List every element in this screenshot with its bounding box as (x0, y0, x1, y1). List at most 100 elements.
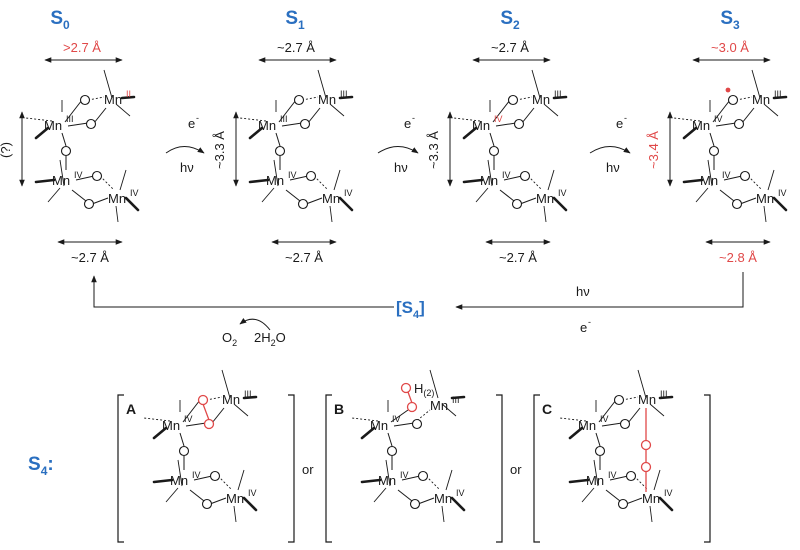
s4-option-b: B H(2) (325, 369, 503, 543)
svg-text:Mn: Mn (642, 491, 660, 506)
state-label-s1: S1 (285, 8, 305, 32)
svg-text:IV: IV (494, 114, 503, 124)
svg-text:Mn: Mn (430, 398, 448, 413)
svg-text:Mn: Mn (322, 191, 340, 206)
svg-text:Mn: Mn (378, 473, 396, 488)
svg-text:III: III (452, 395, 460, 405)
svg-text:Mn: Mn (108, 191, 126, 206)
svg-text:IV: IV (130, 188, 139, 198)
svg-text:IV: IV (248, 488, 257, 498)
svg-text:~2.7 Å: ~2.7 Å (277, 40, 315, 55)
s4-option-c: C (533, 369, 711, 543)
svg-text:~3.0 Å: ~3.0 Å (711, 40, 749, 55)
svg-text:IV: IV (558, 188, 567, 198)
svg-text:hν: hν (180, 160, 194, 175)
svg-text:Mn: Mn (370, 418, 388, 433)
svg-text:B: B (334, 401, 344, 417)
svg-text:IV: IV (288, 170, 297, 180)
svg-text:III: III (66, 114, 74, 124)
svg-text:IV: IV (392, 414, 401, 424)
s0-side-distance: (?) (0, 142, 13, 158)
svg-text:III: III (774, 89, 782, 99)
svg-text:III: III (280, 114, 288, 124)
state-label-s3: S3 (720, 8, 740, 32)
svg-text:hν: hν (606, 160, 620, 175)
svg-text:-: - (624, 113, 627, 123)
s0-top-distance: >2.7 Å (63, 40, 101, 55)
s4-options-label: S4: (28, 454, 54, 478)
svg-text:Mn: Mn (472, 118, 490, 133)
svg-text:e: e (188, 116, 195, 131)
svg-text:Mn: Mn (170, 473, 188, 488)
svg-text:Mn: Mn (536, 191, 554, 206)
svg-text:IV: IV (192, 470, 201, 480)
svg-text:-: - (196, 113, 199, 123)
svg-text:IV: IV (778, 188, 787, 198)
svg-text:-: - (588, 317, 591, 327)
svg-text:Mn: Mn (318, 92, 336, 107)
svg-text:Mn: Mn (586, 473, 604, 488)
svg-text:Mn: Mn (638, 392, 656, 407)
svg-text:-: - (412, 113, 415, 123)
svg-text:IV: IV (74, 170, 83, 180)
svg-text:Mn: Mn (578, 418, 596, 433)
s4-option-a: A (117, 369, 295, 543)
state-label-s2: S2 (500, 8, 520, 32)
transition-s0-s1: e- hν (165, 113, 205, 175)
svg-text:IV: IV (400, 470, 409, 480)
svg-text:~3.3 Å: ~3.3 Å (426, 131, 441, 169)
cluster-s3: ~3.0 Å ~3.4 Å ~2.8 Å Mn III Mn (646, 40, 788, 265)
svg-text:IV: IV (456, 488, 465, 498)
svg-text:~2.7 Å: ~2.7 Å (285, 250, 323, 265)
svg-text:Mn: Mn (692, 118, 710, 133)
svg-text:~2.7 Å: ~2.7 Å (499, 250, 537, 265)
svg-text:IV: IV (184, 414, 193, 424)
o2-label: O2 (222, 330, 237, 348)
transition-s1-s2: e- hν (377, 113, 419, 175)
svg-text:II: II (126, 89, 131, 99)
svg-text:Mn: Mn (258, 118, 276, 133)
or-separator-1: or (302, 462, 314, 477)
svg-text:Mn: Mn (104, 92, 122, 107)
svg-text:A: A (126, 401, 136, 417)
svg-text:Mn: Mn (266, 173, 284, 188)
return-cycle: hν e- [S4] O2 2H2O (91, 272, 744, 348)
svg-text:Mn: Mn (44, 118, 62, 133)
svg-text:hν: hν (394, 160, 408, 175)
svg-text:e: e (404, 116, 411, 131)
s0-bottom-distance: ~2.7 Å (71, 250, 109, 265)
svg-text:IV: IV (344, 188, 353, 198)
svg-text:Mn: Mn (52, 173, 70, 188)
svg-text:IV: IV (722, 170, 731, 180)
water-label: 2H2O (254, 330, 286, 348)
svg-text:~2.8 Å: ~2.8 Å (719, 250, 757, 265)
hydroperoxo-label: H(2) (414, 381, 434, 398)
svg-text:III: III (244, 389, 252, 399)
radical-dot (725, 87, 731, 93)
svg-text:Mn: Mn (700, 173, 718, 188)
svg-text:Mn: Mn (532, 92, 550, 107)
svg-text:e: e (616, 116, 623, 131)
svg-text:~2.7 Å: ~2.7 Å (491, 40, 529, 55)
state-label-s0: S0 (50, 8, 70, 32)
svg-text:III: III (340, 89, 348, 99)
svg-text:e: e (580, 320, 587, 335)
svg-text:Mn: Mn (480, 173, 498, 188)
s4-cycle-label: [S4] (396, 298, 425, 321)
svg-text:C: C (542, 401, 552, 417)
svg-text:~3.4 Å: ~3.4 Å (646, 131, 661, 169)
svg-text:IV: IV (600, 414, 609, 424)
svg-text:Mn: Mn (162, 418, 180, 433)
or-separator-2: or (510, 462, 522, 477)
svg-text:IV: IV (714, 114, 723, 124)
svg-text:IV: IV (664, 488, 673, 498)
svg-text:III: III (660, 389, 668, 399)
svg-text:IV: IV (608, 470, 617, 480)
svg-text:III: III (554, 89, 562, 99)
svg-text:IV: IV (502, 170, 511, 180)
svg-text:Mn: Mn (756, 191, 774, 206)
svg-text:Mn: Mn (222, 392, 240, 407)
